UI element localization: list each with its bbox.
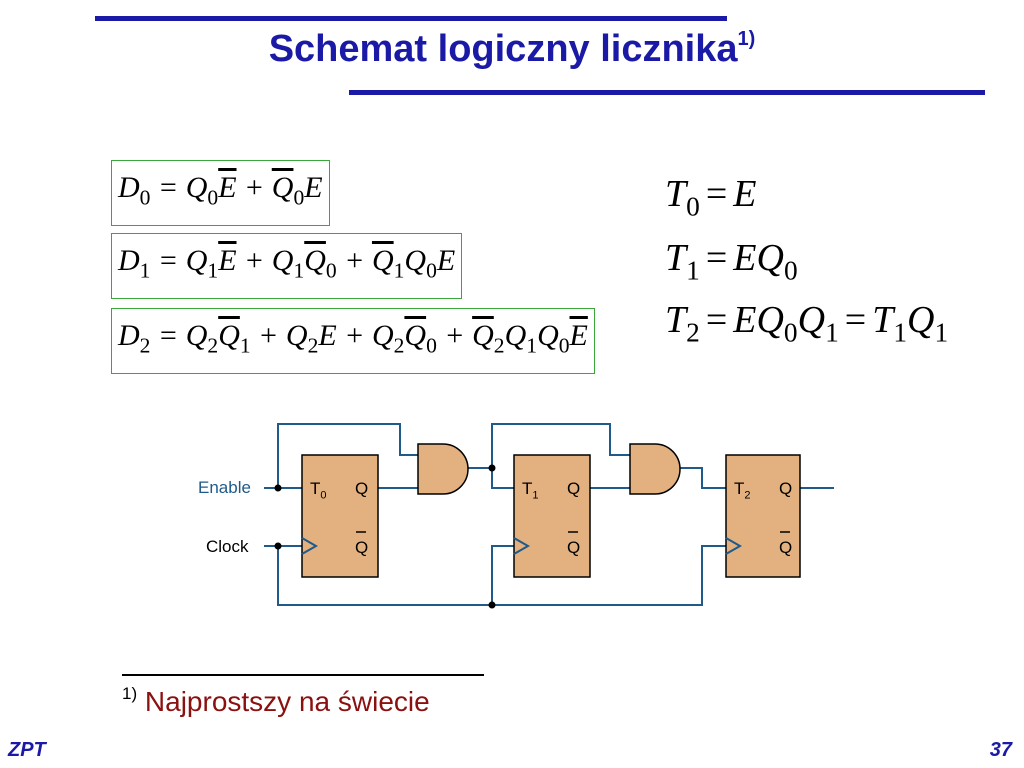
wires [264,423,834,606]
equation-t2: T2=EQ0Q1=T1Q1 [665,299,949,348]
equation-d1: D1 = Q1E + Q1Q0 + Q1Q0E [111,233,463,299]
ff2-qbar-label: Q [779,538,793,557]
ff0-q-label: Q [355,479,369,498]
flipflop-2 [725,454,801,578]
clock-label: Clock [206,537,249,556]
title-rule-bottom [349,90,985,95]
equation-t0: T0=E [665,173,757,222]
title-rule-top [95,16,727,21]
equation-t1: T1=EQ0 [665,237,798,286]
flipflop-1 [513,454,591,578]
footer-left-label: ZPT [8,739,46,761]
ff1-q-label: Q [567,479,581,498]
footnote-divider [122,674,484,676]
ff2-t-label: T2 [734,479,751,502]
enable-label: Enable [198,478,251,497]
footnote: 1) Najprostszy na świecie [122,684,430,717]
ff1-qbar-label: Q [567,538,581,557]
and-gate-1 [417,443,469,495]
ff1-t-label: T1 [522,479,539,502]
equation-d2: D2 = Q2Q1 + Q2E + Q2Q0 + Q2Q1Q0E [111,308,595,374]
ff0-qbar-label: Q [355,538,369,557]
page-number: 37 [989,739,1012,761]
and-gate-2 [629,443,681,495]
junction-dots [274,464,496,609]
ff2-q-label: Q [779,479,793,498]
flipflop-0 [301,454,379,578]
ff0-t-label: T0 [310,479,327,502]
slide-title: Schemat logiczny licznika1) [268,28,756,70]
equation-d0: D0 = Q0E + Q0E [111,160,330,226]
